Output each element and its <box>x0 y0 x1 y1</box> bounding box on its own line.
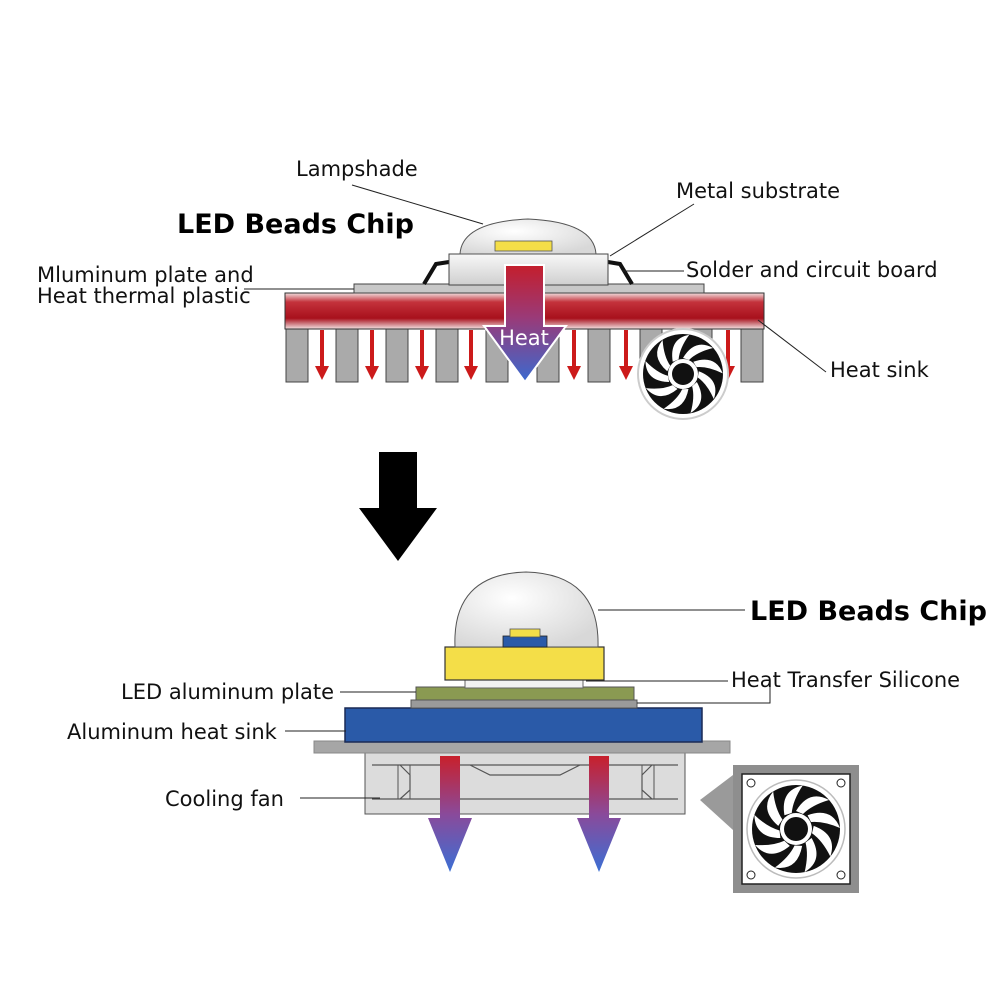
down-arrow-icon <box>359 452 437 561</box>
label-plate-line2: Heat thermal plastic <box>37 284 251 308</box>
leader-lampshade <box>351 184 484 225</box>
solder-legs <box>422 260 634 286</box>
label-solder: Solder and circuit board <box>686 258 938 282</box>
leader-metal-substrate <box>609 203 695 257</box>
airflow-arrow-right <box>577 756 621 872</box>
top-title: LED Beads Chip <box>177 209 414 240</box>
label-aluminum-heat-sink: Aluminum heat sink <box>67 720 278 744</box>
cooling-fan-housing <box>364 751 686 815</box>
label-lampshade: Lampshade <box>296 157 418 181</box>
label-led-aluminum-plate: LED aluminum plate <box>121 680 334 704</box>
silicone-layer <box>410 699 638 709</box>
heat-arrow <box>482 264 568 384</box>
led-die-yellow <box>509 628 541 638</box>
gray-base-plate <box>313 740 731 754</box>
label-silicone: Heat Transfer Silicone <box>731 668 960 692</box>
label-cooling-fan: Cooling fan <box>165 787 284 811</box>
label-metal-substrate: Metal substrate <box>676 179 840 203</box>
fan-icon <box>746 779 846 879</box>
fan-icon <box>637 328 729 420</box>
led-die-blue <box>502 635 548 648</box>
chip-dome <box>454 571 599 648</box>
leader-heat-sink <box>757 319 827 373</box>
bottom-title: LED Beads Chip <box>750 596 987 627</box>
led-aluminum-plate <box>415 686 635 701</box>
leader-silicone-drop <box>637 684 771 704</box>
label-heat-sink: Heat sink <box>830 358 930 382</box>
led-chip <box>494 240 553 252</box>
heat-arrow-label: Heat <box>499 326 549 350</box>
lampshade <box>459 218 597 255</box>
top-diagram: Heat Lampshade M <box>37 157 938 420</box>
chip-neck <box>464 679 584 689</box>
fan-detail-pointer <box>700 775 733 830</box>
bottom-diagram: LED Beads Chip Heat Transfer Silicone LE… <box>67 571 987 893</box>
label-plate-line1: Mluminum plate and <box>37 263 254 287</box>
aluminum-heat-sink <box>344 707 703 743</box>
chip-base <box>444 646 605 681</box>
airflow-arrow-left <box>428 756 472 872</box>
